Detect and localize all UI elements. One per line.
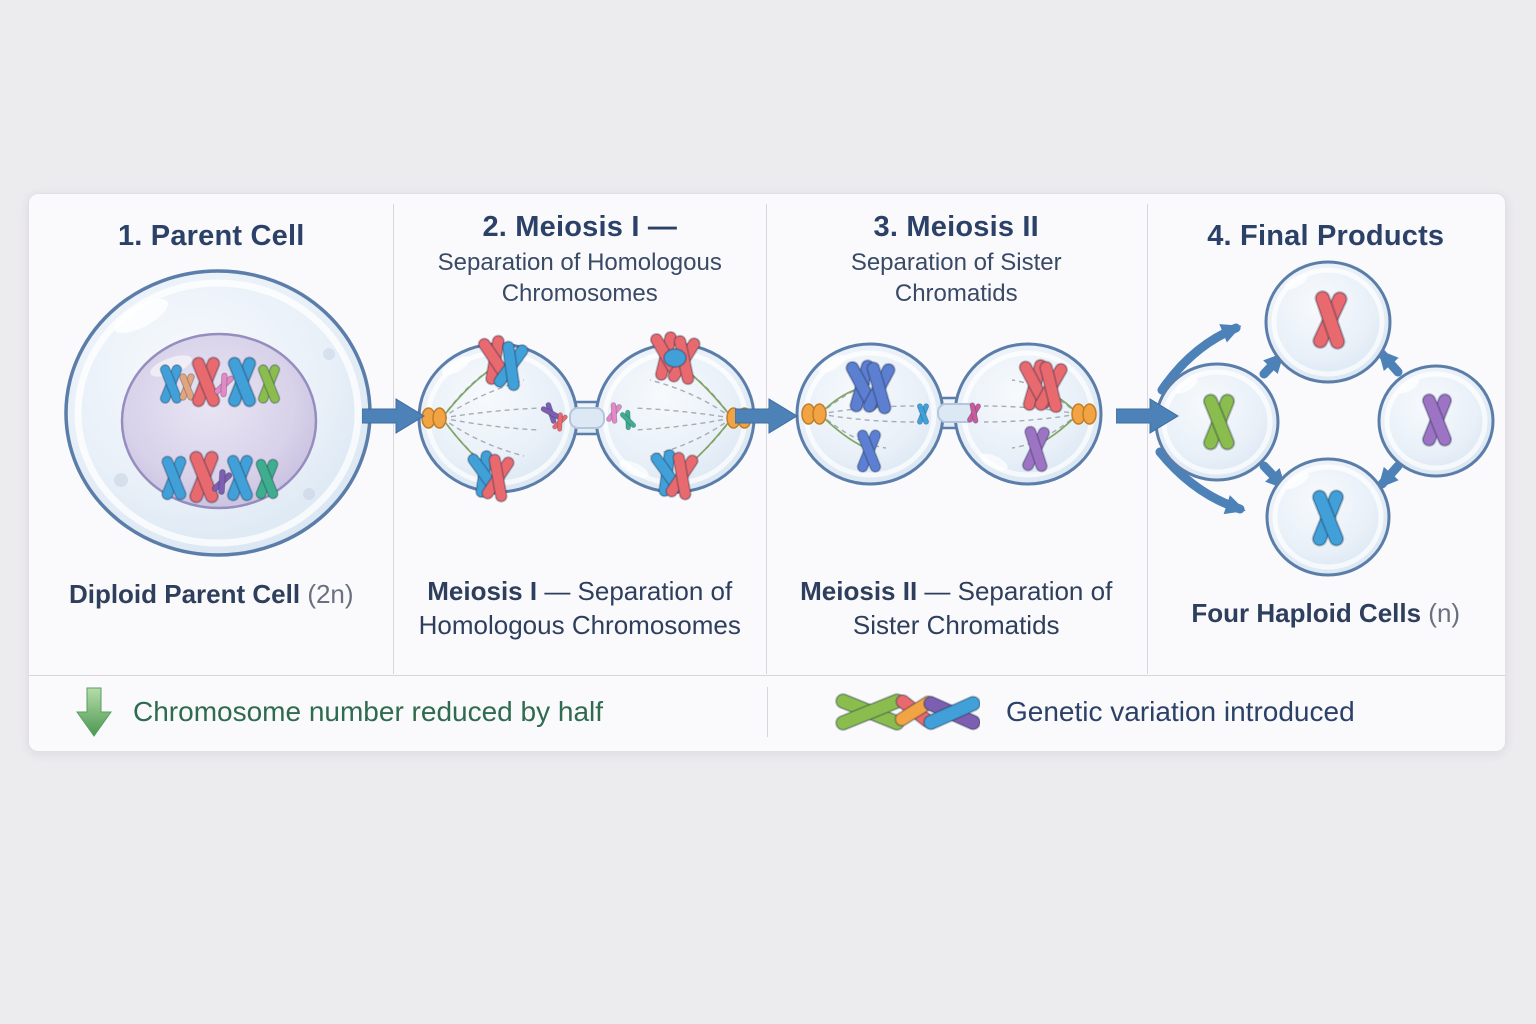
panel-header: 1. Parent Cell xyxy=(29,194,394,253)
curved-arrow xyxy=(1157,323,1243,395)
caption-strong: Meiosis II xyxy=(800,576,918,606)
meiosis2-illustration xyxy=(795,342,1103,486)
arrow xyxy=(1377,349,1403,377)
chromosomes-group xyxy=(463,328,704,506)
centromere xyxy=(662,348,687,368)
down-arrow-icon xyxy=(76,687,112,737)
footer-legend: Chromosome number reduced by half xyxy=(29,673,1505,751)
meiosis1-illustration xyxy=(417,328,755,506)
caption-haploid-cells: Four Haploid Cells (n) xyxy=(1146,596,1505,630)
arrow xyxy=(1259,352,1285,379)
haploid-cell-top xyxy=(1264,260,1392,384)
footer-section-divider xyxy=(767,687,768,737)
caption-strong: Four Haploid Cells xyxy=(1191,598,1422,628)
caption-strong: Meiosis I xyxy=(427,576,538,606)
panel-final-products: 4. Final Products xyxy=(1146,194,1505,673)
panel-divider xyxy=(393,204,394,674)
caption-ploidy: (n) xyxy=(1421,598,1461,628)
parent-cell-illustration xyxy=(64,269,372,557)
legend-reduction-label: Chromosome number reduced by half xyxy=(133,696,604,727)
haploid-cells xyxy=(1154,260,1495,577)
final-products-illustration xyxy=(1154,260,1495,577)
curved-arrow xyxy=(1155,447,1247,515)
panel-meiosis-2: 3. Meiosis II Separation of Sister Chrom… xyxy=(766,194,1146,673)
panel-title: 1. Parent Cell xyxy=(117,220,305,252)
panel-parent-cell: 1. Parent Cell xyxy=(29,194,394,673)
footer-divider xyxy=(29,675,1505,676)
caption-rest: — Separation of Sister Chromatids xyxy=(852,576,1113,641)
flow-arrow-1 xyxy=(362,398,425,434)
arrow xyxy=(1377,461,1403,489)
panel-header: 3. Meiosis II Separation of Sister Chrom… xyxy=(766,194,1146,309)
centrosome xyxy=(1071,403,1097,425)
caption-meiosis-1: Meiosis I — Separation of Homologous Chr… xyxy=(404,574,756,643)
legend-reduction: Chromosome number reduced by half xyxy=(29,686,767,738)
dividing-cells xyxy=(795,342,1103,486)
caption-diploid-parent-cell: Diploid Parent Cell (2n) xyxy=(29,577,394,611)
haploid-cell-right xyxy=(1377,364,1495,478)
centrosome xyxy=(801,403,827,425)
caption-strong: Diploid Parent Cell xyxy=(68,579,301,609)
legend-variation: Genetic variation introduced xyxy=(768,682,1505,742)
panel-divider xyxy=(766,204,767,674)
haploid-cell-left xyxy=(1154,362,1280,482)
crossover-chromosomes-icon xyxy=(835,693,980,731)
caption-meiosis-2: Meiosis II — Separation of Sister Chroma… xyxy=(790,574,1122,643)
panel-subtitle: Separation of Homologous Chromosomes xyxy=(437,249,722,308)
panel-header: 4. Final Products xyxy=(1146,194,1505,253)
caption-rest: — Separation of Homologous Chromosomes xyxy=(418,576,741,641)
panel-title: 2. Meiosis I — xyxy=(482,211,678,243)
flow-arrow-3 xyxy=(1116,398,1179,434)
panel-meiosis-1: 2. Meiosis I — Separation of Homologous … xyxy=(394,194,767,673)
dividing-cells xyxy=(417,342,755,494)
panel-title: 4. Final Products xyxy=(1207,220,1445,252)
panel-subtitle: Separation of Sister Chromatids xyxy=(850,249,1062,308)
panel-title: 3. Meiosis II xyxy=(873,211,1039,243)
panel-header: 2. Meiosis I — Separation of Homologous … xyxy=(394,194,767,309)
caption-ploidy: (2n) xyxy=(300,579,354,609)
legend-variation-label: Genetic variation introduced xyxy=(1006,696,1355,727)
stage-panels: 1. Parent Cell xyxy=(29,194,1505,673)
flow-arrow-2 xyxy=(735,398,798,434)
haploid-cell-bottom xyxy=(1265,457,1391,577)
panel-divider xyxy=(1147,204,1148,674)
meiosis-diagram-card: 1. Parent Cell xyxy=(28,193,1506,752)
